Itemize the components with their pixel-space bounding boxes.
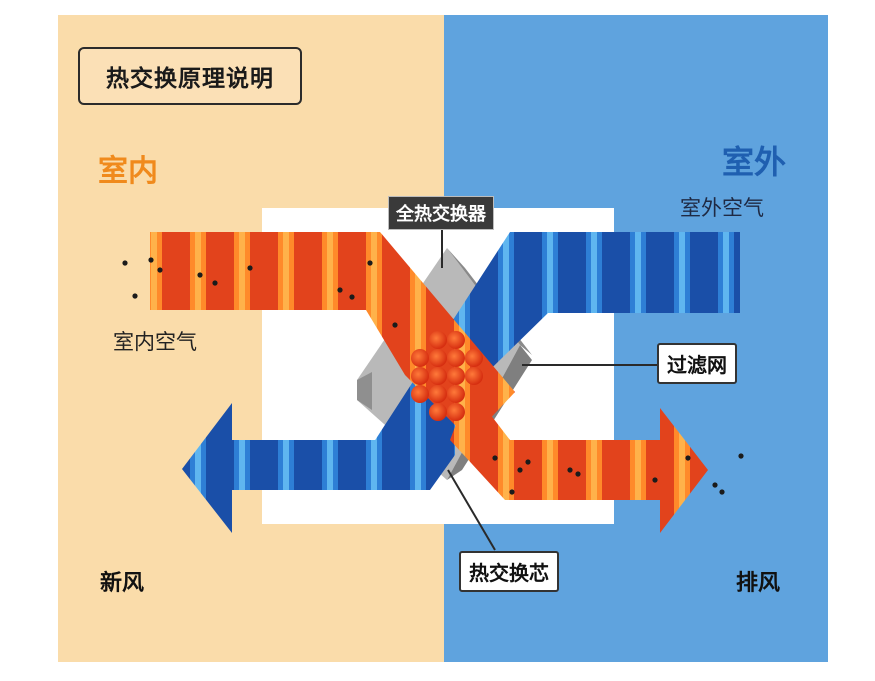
particle [738,453,744,459]
indoor-air-label: 室内空气 [113,330,197,354]
particle [492,455,498,461]
core-exchange-dots [411,331,483,421]
core-dot [429,403,447,421]
particle [509,489,515,495]
particle [132,293,138,299]
heat-exchange-core-label: 热交换芯 [459,551,559,592]
particle [525,459,531,465]
core-dot [429,331,447,349]
total-heat-exchanger-label: 全热交换器 [388,196,494,230]
particle [157,267,163,273]
core-dot [429,385,447,403]
core-dot [411,385,429,403]
particle [575,471,581,477]
particle [712,482,718,488]
particle [567,467,573,473]
diagram-title: 热交换原理说明 [78,47,302,105]
particle [517,467,523,473]
core-dot [465,349,483,367]
core-dot [465,367,483,385]
particle [148,257,154,263]
particle [367,260,373,266]
core-dot [447,349,465,367]
core-dot [447,331,465,349]
core-dot [429,367,447,385]
core-dot [447,385,465,403]
core-dot [411,367,429,385]
core-side-left [357,372,372,410]
fresh-air-arrow [182,395,455,533]
particle [652,477,658,483]
particle [247,265,253,271]
particle [349,294,355,300]
core-dot [429,349,447,367]
exhaust-air-label: 排风 [736,571,781,596]
particle [719,489,725,495]
core-dot [447,403,465,421]
outdoor-air-stream [370,232,740,455]
leader-core [447,469,496,551]
exhaust-air-arrow [450,388,708,533]
indoor-zone-label: 室内 [98,154,158,189]
outdoor-zone-label: 室外 [722,143,787,181]
outdoor-air-label: 室外空气 [680,196,764,220]
particle [122,260,128,266]
particle [392,322,398,328]
fresh-air-label: 新风 [100,571,145,596]
core-dot [447,367,465,385]
particle [685,455,691,461]
dust-particle-icon [122,257,744,495]
particle [197,272,203,278]
particle [337,287,343,293]
filter-label: 过滤网 [657,343,737,384]
core-dot [411,349,429,367]
particle [212,280,218,286]
